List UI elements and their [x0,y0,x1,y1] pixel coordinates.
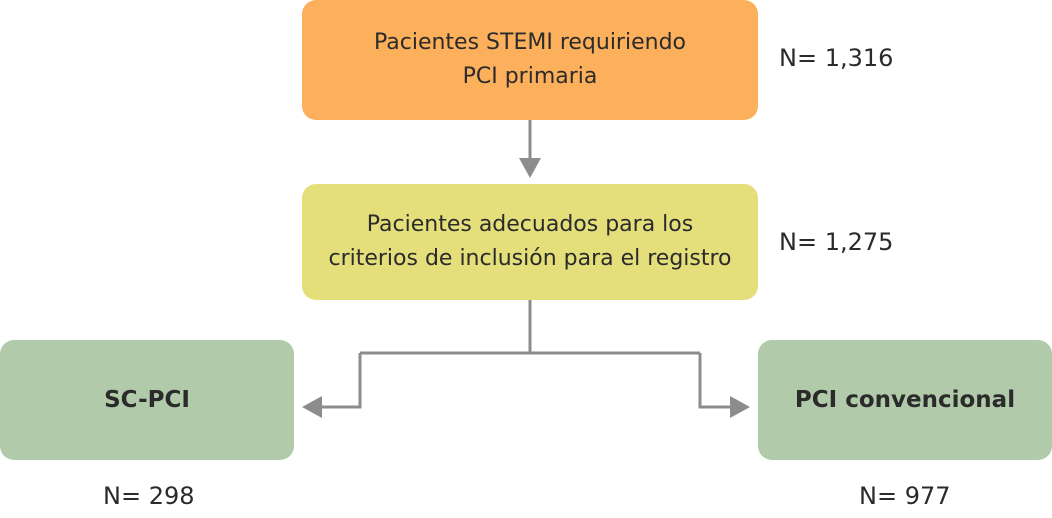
count-sc-pci: N= 298 [103,482,195,510]
arrow-to-sc-pci [302,353,362,418]
box-pci-convencional-label: PCI convencional [794,387,1016,413]
arrow-to-pci-convencional [698,353,750,418]
box-eligible-patients: Pacientes adecuados para los criterios d… [302,184,758,300]
box-eligible-line2: criterios de inclusión para el registro [328,246,732,271]
box-sc-pci: SC-PCI [0,340,294,460]
box-stemi-line2: PCI primaria [462,64,598,89]
count-stemi: N= 1,316 [779,44,894,72]
box-stemi-line1: Pacientes STEMI requiriendo [373,30,686,55]
box-eligible-line1: Pacientes adecuados para los [366,212,694,237]
arrow-top-to-middle [519,120,541,178]
box-pci-convencional: PCI convencional [758,340,1052,460]
count-pci-convencional: N= 977 [859,482,951,510]
box-sc-pci-label: SC-PCI [104,387,190,413]
count-eligible: N= 1,275 [779,228,894,256]
box-stemi-patients: Pacientes STEMI requiriendo PCI primaria [302,0,758,120]
split-connector [360,300,700,355]
